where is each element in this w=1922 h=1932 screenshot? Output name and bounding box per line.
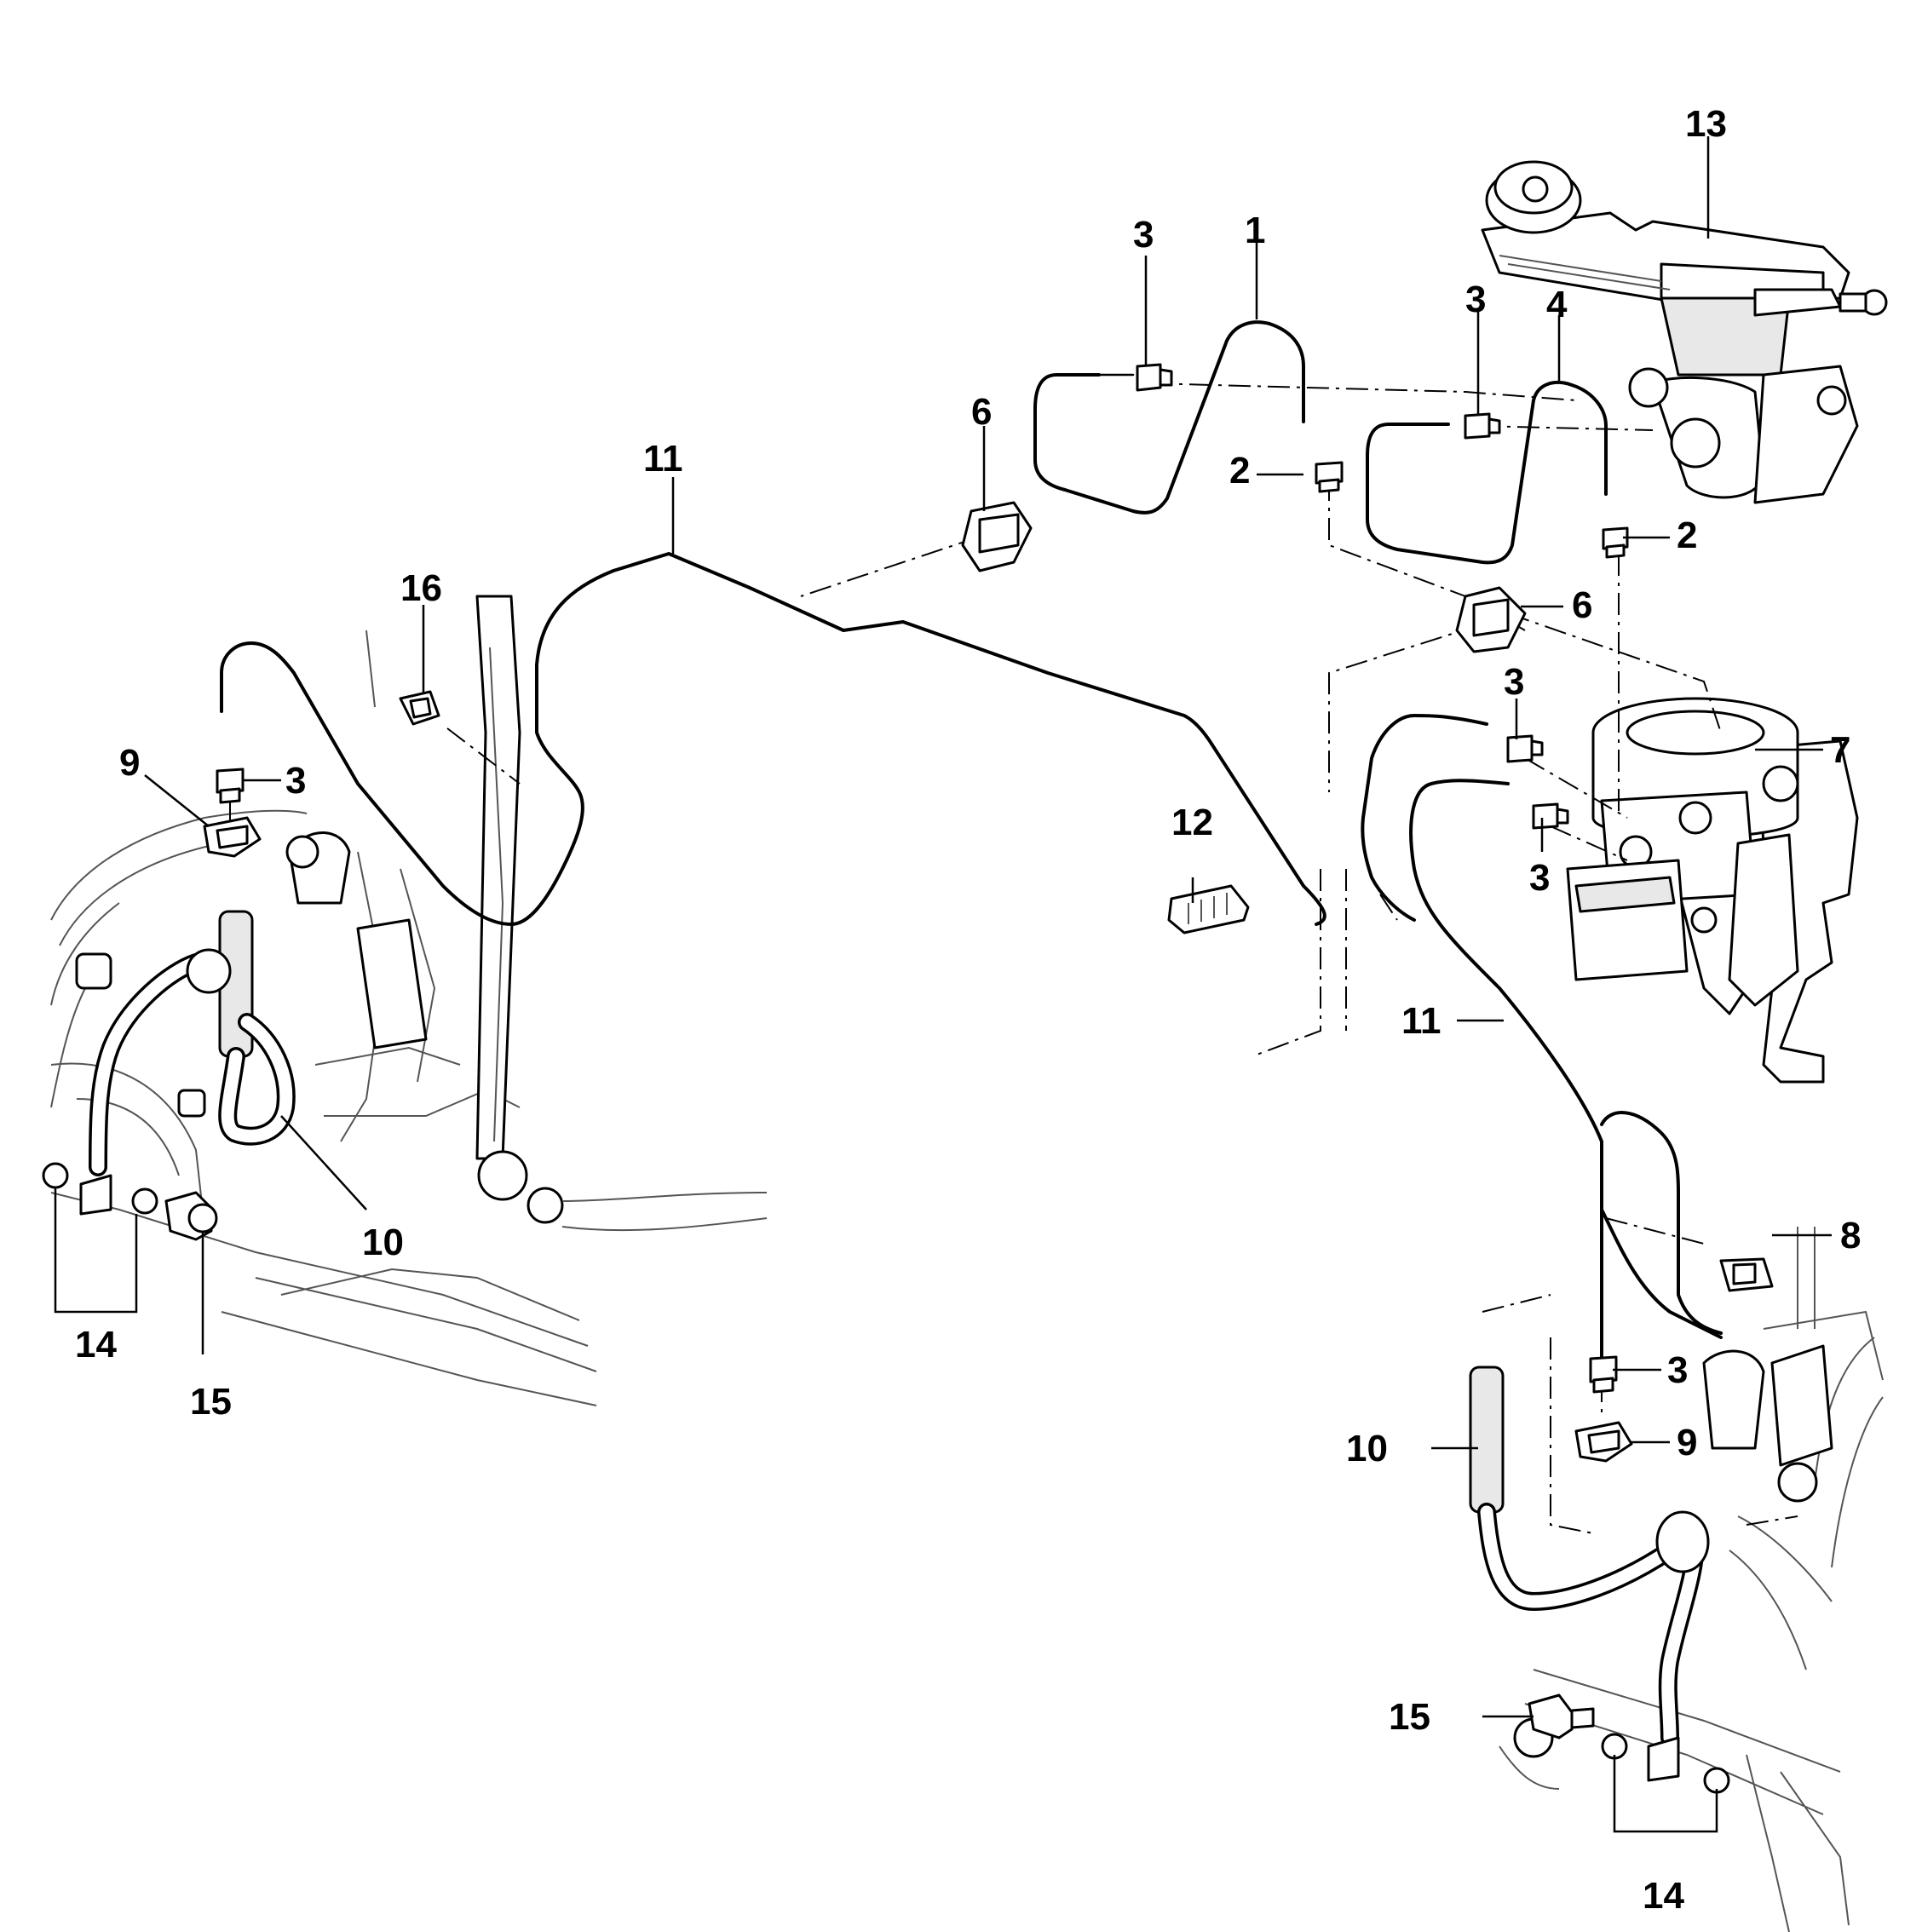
- clip-6-upper: [961, 501, 1033, 572]
- left-suspension-background: [50, 595, 768, 1406]
- callout-11-lower: 11: [1401, 1000, 1442, 1042]
- banjo-washers-bolts-left: [42, 1162, 218, 1241]
- callout-2-left: 2: [1229, 450, 1250, 492]
- callout-3-top-mid: 3: [1465, 279, 1486, 320]
- brake-hose-10-right: [1469, 1366, 1710, 1747]
- fitting-2-left: [1315, 461, 1344, 493]
- fitting-2-right: [1602, 526, 1629, 559]
- leader-lines: [54, 136, 1832, 1833]
- callout-3-top-left: 3: [1133, 214, 1154, 256]
- callout-11-upper: 11: [643, 438, 683, 480]
- clip-12: [1167, 884, 1250, 934]
- callout-13: 13: [1685, 103, 1727, 145]
- clip-6-lower: [1455, 586, 1527, 653]
- tube-nut-3-right: [1589, 1355, 1618, 1394]
- callout-15-right: 15: [1389, 1696, 1430, 1738]
- clip-9-left: [203, 816, 262, 858]
- callout-3-abs-lower: 3: [1529, 857, 1550, 899]
- callout-14-right: 14: [1643, 1875, 1684, 1917]
- clips: [203, 501, 1774, 1463]
- callout-2-right: 2: [1677, 515, 1697, 556]
- callout-3-right: 3: [1667, 1349, 1688, 1391]
- tube-nut-3-abs-lower: [1532, 802, 1569, 830]
- callout-3-left: 3: [285, 760, 306, 802]
- brake-hose-10-left: [89, 910, 296, 1176]
- callout-10-left: 10: [362, 1222, 404, 1263]
- banjo-washers-bolts-right: [1528, 1693, 1730, 1794]
- tube-nut-3-left: [216, 768, 245, 804]
- callout-9-left: 9: [119, 742, 140, 784]
- callout-10-right: 10: [1346, 1428, 1388, 1469]
- callout-6-lower: 6: [1572, 584, 1592, 626]
- callout-14-left: 14: [75, 1324, 117, 1366]
- tube-nut-3-top-left: [1136, 363, 1173, 392]
- clip-16: [399, 690, 440, 726]
- abs-hydraulic-unit: [1566, 697, 1859, 1084]
- callout-16: 16: [400, 567, 442, 609]
- tube-nut-3-abs-upper: [1506, 734, 1544, 763]
- callout-3-abs-upper: 3: [1504, 661, 1524, 703]
- callout-labels: 1 2 2 3 3 3 3 3 3 4 6 6 7 8 9 9 10 10 11…: [75, 103, 1861, 1917]
- clip-9-right: [1574, 1421, 1633, 1463]
- callout-1: 1: [1245, 210, 1265, 251]
- tube-nut-3-top-mid: [1464, 412, 1501, 440]
- callout-15-left: 15: [190, 1381, 232, 1423]
- brake-fluid-reservoir-master-cylinder: [1481, 160, 1888, 504]
- brake-pipe-4: [1366, 381, 1608, 565]
- clip-8: [1719, 1257, 1774, 1292]
- callout-6-upper: 6: [971, 391, 992, 433]
- brake-pipe-11-upper: [220, 552, 1326, 926]
- callout-12: 12: [1171, 802, 1213, 843]
- callout-8: 8: [1840, 1215, 1861, 1256]
- callout-4: 4: [1546, 284, 1568, 325]
- fittings: [216, 363, 1629, 1394]
- brake-pipe-1: [1033, 320, 1305, 515]
- callout-9-right: 9: [1677, 1422, 1697, 1463]
- callout-7: 7: [1830, 729, 1850, 771]
